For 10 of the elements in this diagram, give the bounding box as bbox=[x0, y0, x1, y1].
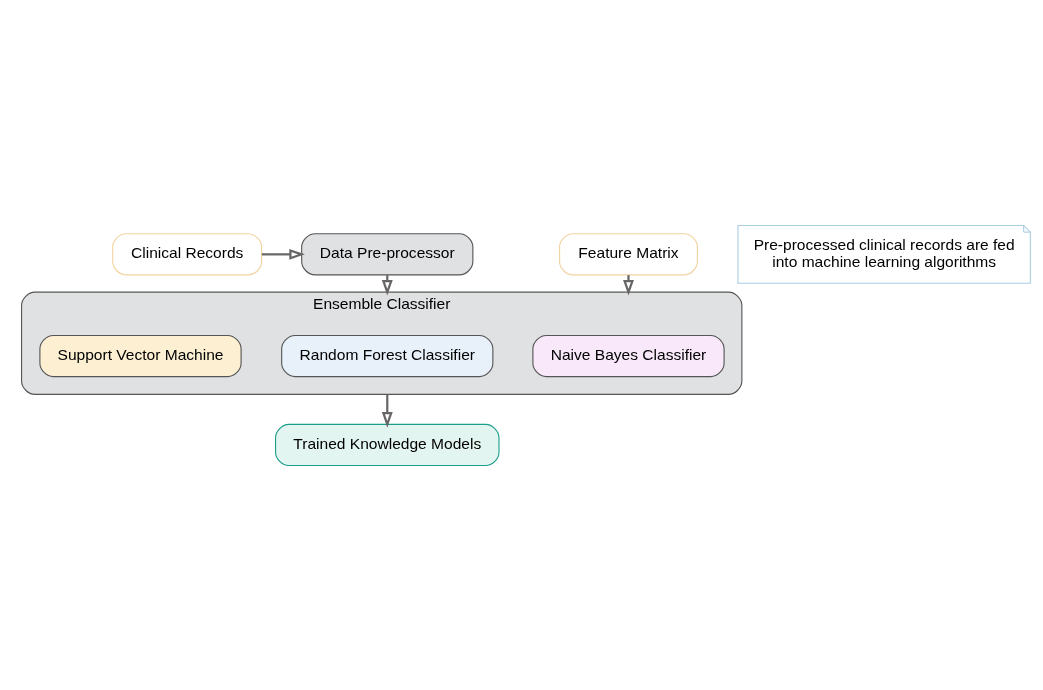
node-box: Data Pre-processor bbox=[301, 232, 474, 275]
arrow bbox=[623, 274, 634, 295]
node-box: Clinical Records bbox=[112, 232, 263, 275]
node-box: Naive Bayes Classifier bbox=[532, 334, 725, 377]
node-box: Trained Knowledge Models bbox=[275, 423, 500, 466]
node-box: Feature Matrix bbox=[559, 232, 698, 275]
arrow bbox=[381, 393, 393, 428]
node-box: Random Forest Classifier bbox=[281, 334, 494, 377]
arrow bbox=[261, 248, 305, 260]
node-box: Support Vector Machine bbox=[39, 334, 242, 377]
